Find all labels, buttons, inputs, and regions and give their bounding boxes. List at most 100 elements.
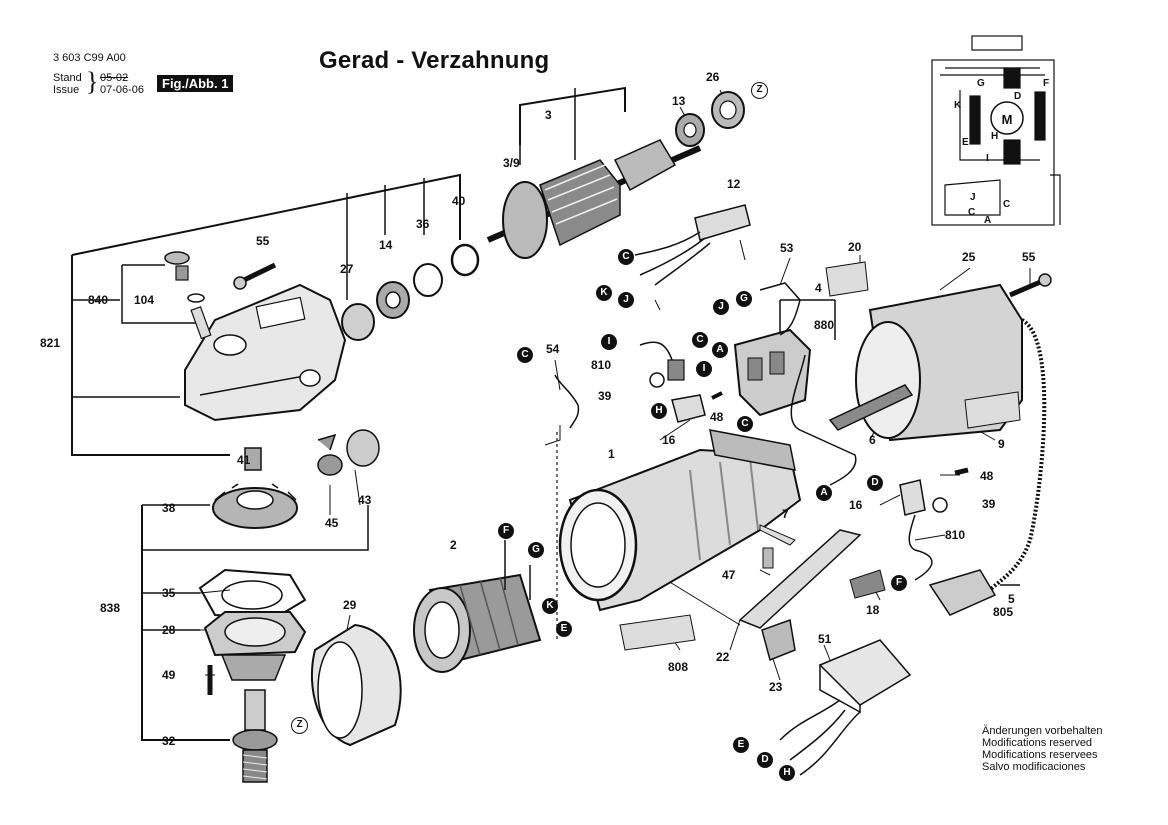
part-label: 29: [343, 598, 357, 612]
schematic-letter: K: [954, 100, 962, 111]
connector-badge: F: [498, 523, 514, 539]
part-label: 838: [100, 601, 121, 615]
part-label: 880: [814, 318, 835, 332]
part-label: 54: [546, 342, 560, 356]
part-label: 55: [256, 234, 270, 248]
connector-badge: I: [601, 334, 617, 350]
page-title: Gerad - Verzahnung: [319, 47, 550, 74]
part-label: 36: [416, 217, 430, 231]
part-label: 20: [848, 240, 862, 254]
part-label: 55: [1022, 250, 1036, 264]
part-label: 4: [815, 281, 822, 295]
disclaimer-line: Modifications reserved: [982, 737, 1093, 749]
schematic-letter: G: [977, 78, 985, 89]
part-label: 53: [780, 241, 794, 255]
issue-label: Issue: [53, 84, 80, 96]
part-label: 32: [162, 734, 176, 748]
part-label: 5: [1008, 592, 1015, 606]
connector-badge: A: [816, 485, 832, 501]
part-label: 2: [450, 538, 457, 552]
connector-badge: G: [528, 542, 544, 558]
part-label: 23: [769, 680, 783, 694]
connector-badge: F: [891, 575, 907, 591]
schematic-letter: C: [968, 207, 976, 218]
part-label: 810: [945, 528, 966, 542]
schematic-letter: C: [1003, 199, 1011, 210]
connector-badge: J: [713, 299, 729, 315]
schematic-letter: A: [984, 215, 992, 226]
part-label: 43: [358, 493, 372, 507]
part-label: 9: [998, 437, 1005, 451]
part-label: 40: [452, 194, 466, 208]
connector-badge: C: [692, 332, 708, 348]
part-label: 39: [982, 497, 996, 511]
connector-badge: C: [517, 347, 533, 363]
part-label: 840: [88, 293, 109, 307]
part-label: 39: [598, 389, 612, 403]
part-label: 808: [668, 660, 689, 674]
connector-badge: Z: [751, 82, 768, 99]
part-label: 16: [662, 433, 676, 447]
connector-badge: G: [736, 291, 752, 307]
connector-badge: C: [737, 416, 753, 432]
part-label: 104: [134, 293, 155, 307]
part-label: 26: [706, 70, 720, 84]
wiring-schematic: [931, 35, 1061, 226]
disclaimer-line: Modifications reservees: [982, 749, 1098, 761]
part-label: 38: [162, 501, 176, 515]
schematic-letter: J: [970, 192, 976, 203]
part-label: 48: [980, 469, 994, 483]
part-label: 48: [710, 410, 724, 424]
gear-head-housing: [184, 283, 347, 422]
part-label: 821: [40, 336, 61, 350]
part-label: 51: [818, 632, 832, 646]
schematic-letter: F: [1043, 78, 1050, 89]
part-label: 49: [162, 668, 176, 682]
date-new: 07-06-06: [100, 84, 145, 96]
part-label: 41: [237, 453, 251, 467]
date-old: 05-02: [100, 72, 129, 84]
schematic-letter: E: [962, 137, 969, 148]
part-number: 3 603 C99 A00: [53, 52, 126, 64]
schematic-motor-symbol: M: [1002, 112, 1013, 127]
connector-badge: H: [651, 403, 667, 419]
connector-badge: D: [757, 752, 773, 768]
stand-label: Stand: [53, 72, 82, 84]
connector-badge: K: [596, 285, 612, 301]
part-label: 3/9: [503, 156, 520, 170]
part-label: 3: [545, 108, 552, 122]
part-label: 16: [849, 498, 863, 512]
part-label: 810: [591, 358, 612, 372]
connector-badge: H: [779, 765, 795, 781]
connector-badge: J: [618, 292, 634, 308]
part-label: 6: [869, 433, 876, 447]
figure-label: Fig./Abb. 1: [157, 75, 234, 92]
part-label: 12: [727, 177, 741, 191]
connector-badge: K: [542, 598, 558, 614]
armature: [486, 91, 745, 259]
connector-badge: A: [712, 342, 728, 358]
part-label: 22: [716, 650, 730, 664]
part-label: 25: [962, 250, 976, 264]
part-label: 47: [722, 568, 736, 582]
disclaimer-line: Änderungen vorbehalten: [982, 725, 1103, 737]
part-label: 13: [672, 94, 686, 108]
part-label: 35: [162, 586, 176, 600]
part-label: 805: [993, 605, 1014, 619]
connector-badge: E: [556, 621, 572, 637]
part-label: 18: [866, 603, 880, 617]
part-label: 1: [608, 447, 615, 461]
connector-badge: D: [867, 475, 883, 491]
connector-badge: Z: [291, 717, 308, 734]
stator: [413, 540, 542, 673]
part-label: 7: [782, 507, 789, 521]
schematic-letter: D: [1014, 91, 1022, 102]
part-label: 45: [325, 516, 339, 530]
brace: }: [86, 67, 99, 96]
part-label: 27: [340, 262, 354, 276]
motor-housing: [558, 429, 802, 612]
connector-badge: C: [618, 249, 634, 265]
connector-badge: I: [696, 361, 712, 377]
